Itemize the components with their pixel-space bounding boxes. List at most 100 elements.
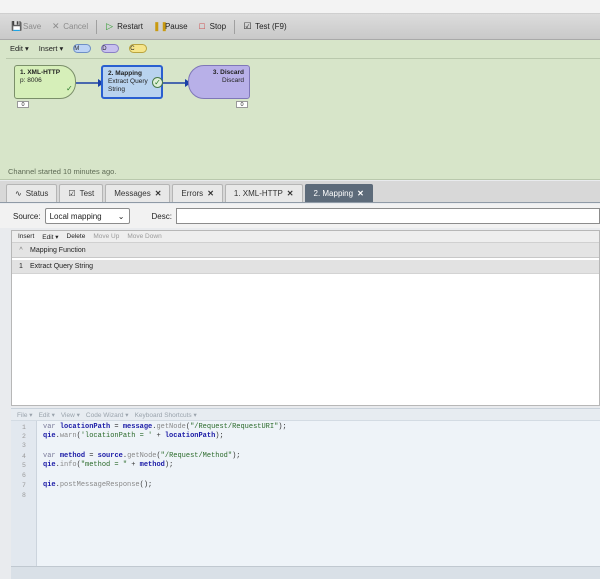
line-number: 1 [22,424,26,431]
move-up-button[interactable]: Move Up [93,233,120,240]
code-line: var locationPath = message.getNode("/Req… [43,423,287,431]
chevron-down-icon: ▾ [24,44,29,53]
view-label: View [60,411,75,419]
code-edit-menu[interactable]: Edit ▾ [38,411,55,419]
row-number: 1 [19,263,23,270]
sort-header[interactable]: ^ [19,246,23,254]
stop-label: Stop [209,22,227,31]
tab-status[interactable]: ∿ Status [6,184,58,202]
check-icon: ✓ [66,84,73,93]
tab-label: 1. XML-HTTP [233,189,283,198]
line-number: 3 [22,442,26,449]
window-top-strip [0,0,600,14]
chevron-down-icon: ▾ [55,233,59,241]
node-counter: 0 [17,101,29,108]
tab-label: Test [79,189,95,198]
tab-messages[interactable]: Messages ✕ [105,184,171,202]
save-button[interactable]: 💾 Save [6,18,46,36]
desc-input[interactable] [175,208,600,224]
code-line: qie.warn('locationPath = ' + locationPat… [43,432,224,440]
mapping-panel: Insert Edit ▾ Delete Move Up Move Down ^… [11,230,600,406]
code-editor[interactable]: 1 2 3 4 5 6 7 8 var locationPath = messa… [11,420,600,567]
source-row: Source: Local mapping ⌄ Desc: [0,204,600,228]
toolbar-divider [234,19,236,34]
code-line: qie.postMessageResponse(); [43,481,153,489]
checkbox-icon: ☑ [68,189,76,198]
chip-d[interactable]: D [101,44,120,53]
tab-mapping[interactable]: 2. Mapping ✕ [304,184,373,202]
editor-bottom-bar [11,566,600,579]
flow-arrow [76,79,104,87]
tab-label: Status [25,189,49,198]
node-subtitle: Discard [221,77,244,84]
view-menu[interactable]: View ▾ [60,411,80,419]
close-icon[interactable]: ✕ [357,189,364,198]
node-title: 1. XML-HTTP [20,69,61,76]
checkbox-icon: ☑ [243,21,252,31]
tab-xml-http[interactable]: 1. XML-HTTP ✕ [224,184,303,202]
stop-button[interactable]: □ Stop [193,18,231,36]
code-wizard-menu[interactable]: Code Wizard ▾ [85,411,129,419]
row-label: Extract Query String [30,263,94,270]
wizard-label: Code Wizard [85,411,124,419]
pause-icon: ❚❚ [152,21,169,31]
tab-label: 2. Mapping [313,189,354,198]
restart-button[interactable]: ▷ Restart [100,18,148,36]
close-icon[interactable]: ✕ [207,189,214,198]
flow-editor: Edit▾ Insert▾ M D C 1. XML-HTTP p: 8006 … [0,40,600,180]
close-icon[interactable]: ✕ [154,189,162,198]
move-down-button[interactable]: Move Down [127,233,162,240]
tab-test[interactable]: ☑ Test [59,184,104,202]
code-line: qie.info("method = " + method); [43,461,174,469]
cancel-button[interactable]: ✕ Cancel [46,18,93,36]
keyboard-shortcuts-menu[interactable]: Keyboard Shortcuts ▾ [134,411,197,419]
column-header[interactable]: Mapping Function [30,246,86,254]
channel-status: Channel started 10 minutes ago. [8,167,117,176]
mapping-header: ^ Mapping Function [12,243,599,258]
pulse-icon: ∿ [15,189,22,198]
node-xml-http[interactable]: 1. XML-HTTP p: 8006 [14,65,76,99]
table-row[interactable]: 1 Extract Query String [12,260,599,274]
pause-button[interactable]: ❚❚ Pause [148,18,193,36]
tab-errors[interactable]: Errors ✕ [172,184,223,202]
line-number: 2 [22,433,26,440]
node-subtitle: Extract Query String [108,78,148,93]
source-select[interactable]: Local mapping ⌄ [44,208,130,224]
flow-divider [6,58,600,59]
restart-label: Restart [117,22,143,31]
edit-menu[interactable]: Edit ▾ [42,233,58,241]
line-number: 8 [22,492,26,499]
main-toolbar: 💾 Save ✕ Cancel ▷ Restart ❚❚ Pause □ Sto… [0,14,600,40]
insert-button[interactable]: Insert [18,233,35,240]
file-menu[interactable]: File ▾ [17,411,33,419]
test-label: Test (F9) [255,22,287,31]
line-gutter: 1 2 3 4 5 6 7 8 [11,421,37,567]
shortcuts-label: Keyboard Shortcuts [134,411,192,419]
pause-label: Pause [164,22,188,31]
tab-label: Errors [181,189,204,198]
source-label: Source: [13,211,41,221]
source-selected-value: Local mapping [49,211,102,221]
code-menu: File ▾ Edit ▾ View ▾ Code Wizard ▾ Keybo… [11,408,600,420]
chip-c[interactable]: C [129,44,148,53]
desc-label: Desc: [151,211,172,221]
close-icon[interactable]: ✕ [286,189,294,198]
node-counter: 0 [236,101,248,108]
check-circle-icon: ✓ [152,77,163,88]
edit-label: Edit [38,411,50,419]
chip-m[interactable]: M [73,44,92,53]
flow-edit-label: Edit [10,44,23,53]
delete-button[interactable]: Delete [66,233,86,240]
flow-insert-menu[interactable]: Insert▾ [39,44,64,53]
node-subtitle: p: 8006 [20,77,42,84]
flow-edit-menu[interactable]: Edit▾ [10,44,29,53]
test-button[interactable]: ☑ Test (F9) [238,18,292,36]
node-title: 3. Discard [212,69,244,76]
node-title: 2. Mapping [108,70,142,77]
tab-label: Messages [114,189,151,198]
node-discard[interactable]: 3. Discard Discard [188,65,250,99]
toolbar-divider [96,19,98,34]
code-line: var method = source.getNode("/Request/Me… [43,452,241,460]
cancel-label: Cancel [63,22,89,31]
flow-arrow [163,79,191,87]
